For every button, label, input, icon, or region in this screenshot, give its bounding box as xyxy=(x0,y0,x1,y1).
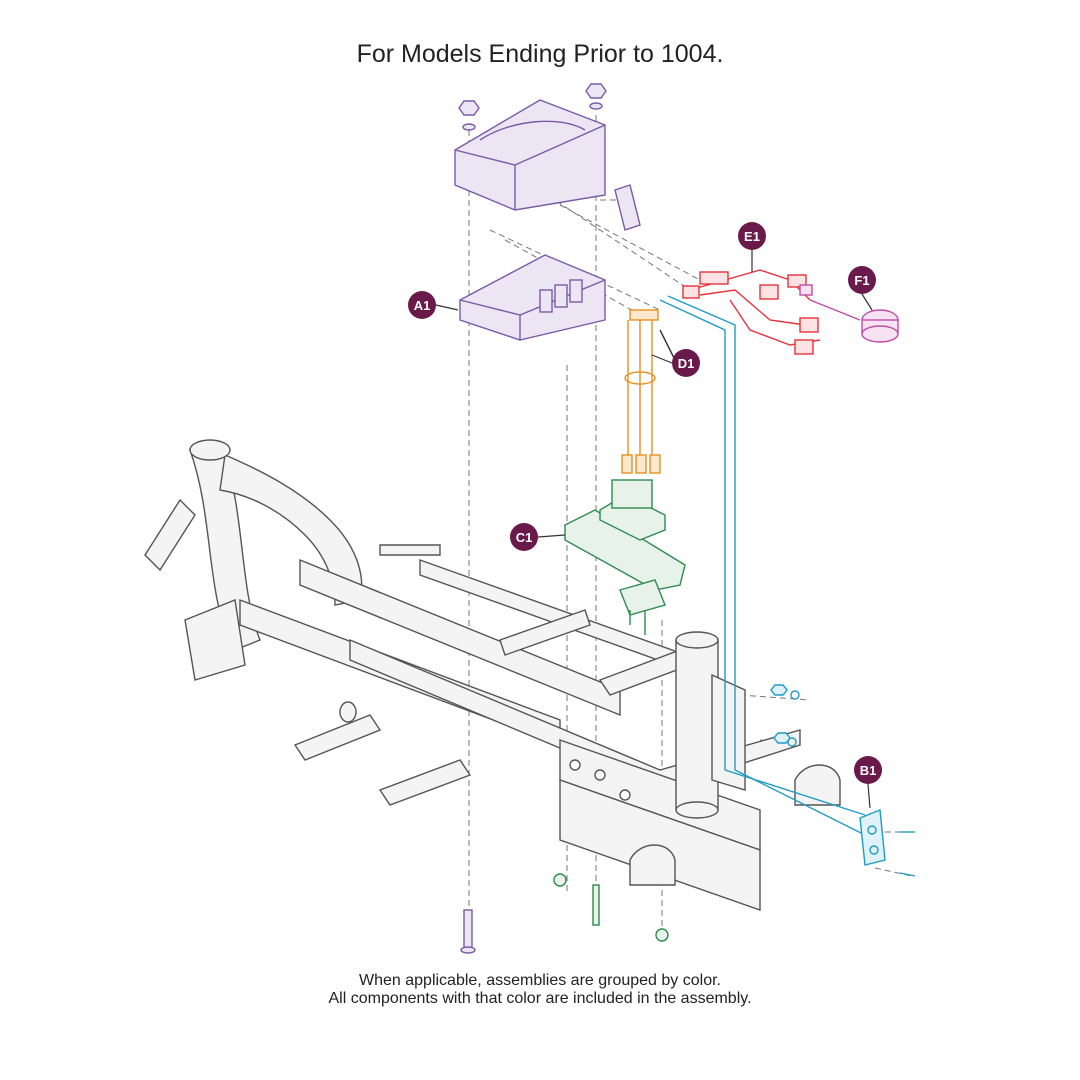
footnote: When applicable, assemblies are grouped … xyxy=(0,972,1080,1008)
callout-a1: A1 xyxy=(408,291,436,319)
scooter-frame xyxy=(144,439,841,911)
harness-assembly-e1 xyxy=(682,269,821,355)
callout-c1: C1 xyxy=(510,523,538,551)
svg-text:D1: D1 xyxy=(678,356,695,371)
callout-e1: E1 xyxy=(738,222,766,250)
footnote-line-2: All components with that color are inclu… xyxy=(328,990,752,1007)
harness-assembly-d1 xyxy=(621,309,676,474)
svg-text:A1: A1 xyxy=(414,298,431,313)
svg-text:E1: E1 xyxy=(744,229,760,244)
svg-text:F1: F1 xyxy=(854,273,869,288)
svg-text:B1: B1 xyxy=(860,763,877,778)
switch-assembly-b1 xyxy=(659,295,916,877)
callout-leaders xyxy=(435,250,873,809)
horn-assembly-f1 xyxy=(799,284,899,343)
callout-f1: F1 xyxy=(848,266,876,294)
svg-text:C1: C1 xyxy=(516,530,533,545)
console-assembly-c1 xyxy=(553,479,686,942)
callout-d1: D1 xyxy=(672,349,700,377)
callout-b1: B1 xyxy=(854,756,882,784)
diagram-title: For Models Ending Prior to 1004. xyxy=(356,40,724,68)
controller-assembly-a1 xyxy=(454,83,641,954)
footnote-line-1: When applicable, assemblies are grouped … xyxy=(359,972,721,989)
